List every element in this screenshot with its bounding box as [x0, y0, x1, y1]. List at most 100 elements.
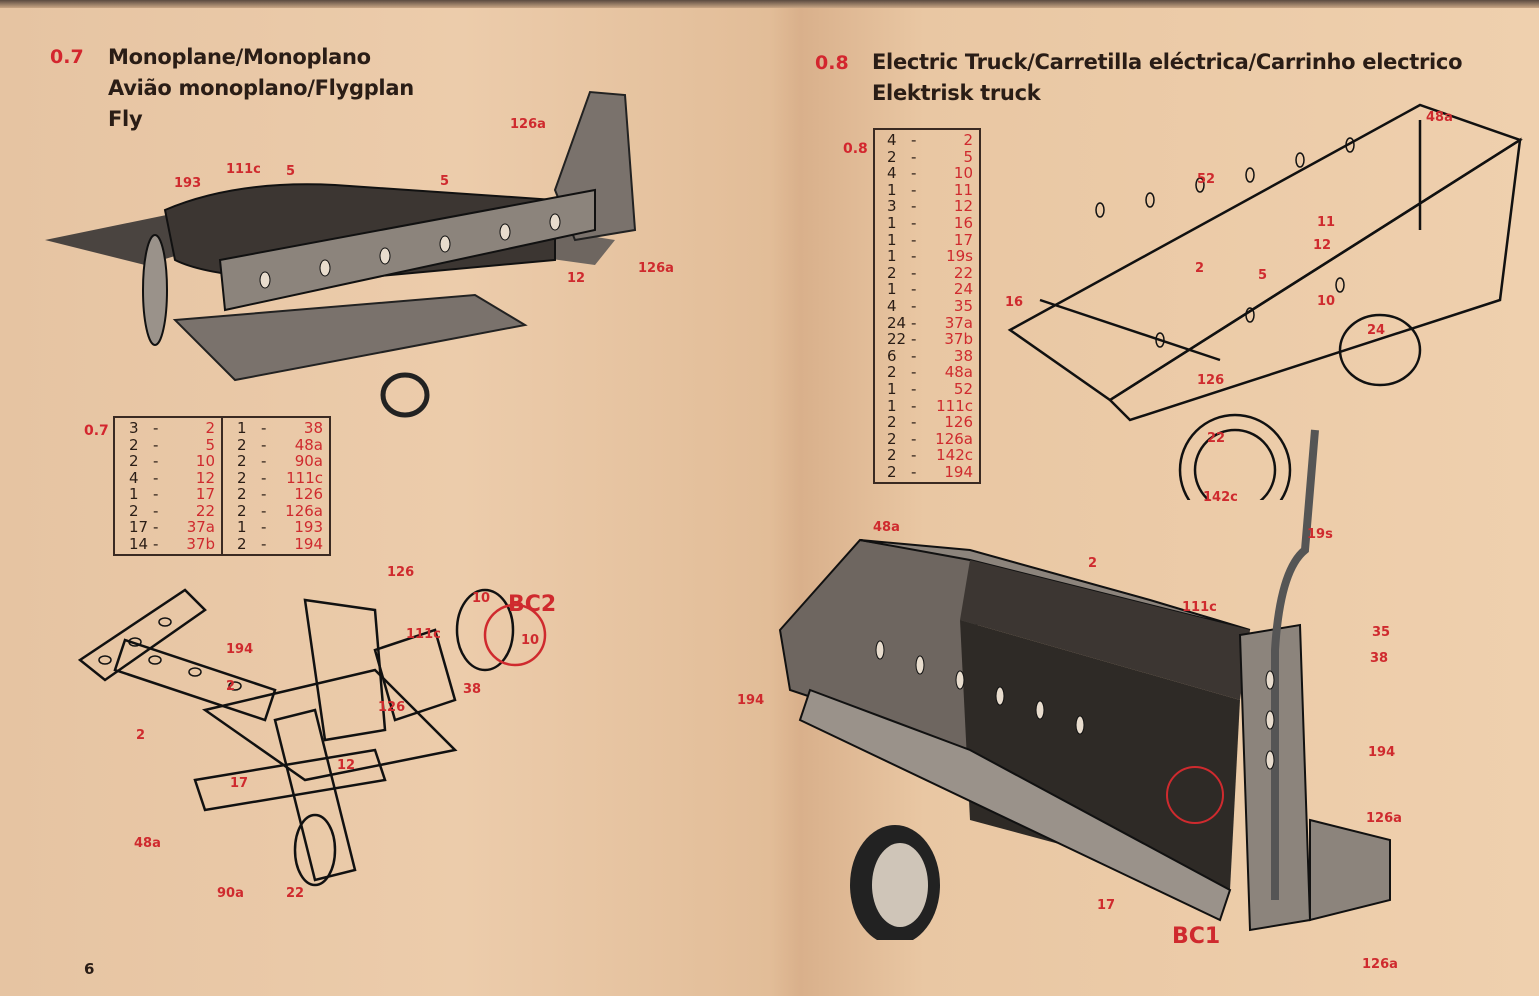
callout: 17 — [230, 776, 249, 791]
callout: 5 — [440, 174, 450, 189]
dash: - — [911, 446, 917, 465]
part-number: 5 — [963, 147, 973, 166]
quantity: 2 — [887, 429, 897, 448]
model-number-0-7: 0.7 — [50, 46, 84, 68]
parts-row: 2-90a — [237, 452, 323, 470]
callout: 126a — [638, 261, 674, 276]
callout: 52 — [1197, 172, 1216, 187]
quantity: 1 — [887, 230, 897, 249]
parts-row: 6-38 — [887, 348, 973, 365]
part-number: 37a — [944, 313, 973, 332]
parts-row: 17-37a — [129, 518, 215, 536]
callout: 38 — [463, 682, 482, 697]
dash: - — [911, 429, 917, 448]
parts-row: 1-24 — [887, 281, 973, 298]
parts-row: 2-48a — [237, 435, 323, 454]
quantity: 4 — [887, 131, 897, 149]
parts-row: 1-19s — [887, 248, 973, 265]
monoplane-title: Monoplane/Monoplano Avião monoplano/Flyg… — [108, 42, 414, 135]
parts-row: 3-2 — [129, 419, 215, 437]
callout: 5 — [1258, 268, 1268, 283]
quantity: 3 — [887, 197, 897, 216]
part-number: 16 — [953, 213, 973, 232]
parts-row: 22-37b — [887, 331, 973, 348]
callout: 126a — [1362, 957, 1398, 972]
quantity: 2 — [887, 413, 897, 432]
title-line: Fly — [108, 107, 143, 131]
callout: 193 — [174, 176, 202, 191]
dash: - — [911, 296, 917, 315]
parts-row: 2-5 — [129, 435, 215, 454]
callout: 126 — [378, 700, 406, 715]
callout: 12 — [567, 271, 586, 286]
monoplane-illustration — [45, 90, 637, 418]
parts-row: 1-38 — [237, 419, 323, 437]
callout: 10 — [1317, 294, 1336, 309]
parts-row: 4-10 — [887, 165, 973, 182]
parts-row: 14-37b — [129, 534, 215, 553]
part-number: 52 — [953, 379, 973, 398]
electric-truck-illustration — [778, 429, 1391, 940]
title-line: Avião monoplano/Flygplan — [108, 76, 414, 100]
callout: 22 — [1207, 431, 1226, 446]
part-number: 2 — [963, 131, 973, 149]
callout: 194 — [737, 693, 765, 708]
parts-table-0-7: 3-2 2-5 2-10 4-12 1-17 2-22 17-37a 14-37… — [113, 416, 331, 556]
part-number: 35 — [953, 296, 973, 315]
callout: 24 — [1367, 323, 1386, 338]
part-number: 11 — [953, 180, 973, 199]
dash: - — [911, 213, 917, 232]
callout: 90a — [217, 886, 244, 901]
part-number: 10 — [953, 164, 973, 183]
callout: 16 — [1005, 295, 1024, 310]
parts-row: 1-16 — [887, 215, 973, 232]
parts-row: 4-12 — [129, 468, 215, 487]
parts-row: 1-17 — [887, 230, 973, 249]
part-number: 17 — [953, 230, 973, 249]
callout: 194 — [1368, 745, 1396, 760]
callout: 194 — [226, 642, 254, 657]
dash: - — [911, 346, 917, 365]
quantity: 2 — [887, 462, 897, 481]
quantity: 1 — [887, 396, 897, 415]
part-number: 126a — [935, 429, 973, 448]
part-number: 12 — [953, 197, 973, 216]
callout: 111c — [406, 627, 441, 642]
callout: 5 — [286, 164, 296, 179]
parts-row: 4-35 — [887, 298, 973, 315]
callout: 11 — [1317, 215, 1336, 230]
callout: 111c — [1182, 600, 1217, 615]
callout: 126 — [1197, 373, 1225, 388]
parts-row: 2-22 — [887, 265, 973, 282]
callout: 2 — [226, 679, 236, 694]
dash: - — [911, 413, 917, 432]
parts-row: 2-111c — [237, 468, 323, 487]
monoplane-exploded-diagram — [77, 588, 547, 887]
part-number: 22 — [953, 263, 973, 282]
callout: 126 — [387, 565, 415, 580]
callout: 48a — [134, 836, 161, 851]
parts-row: 1-111c — [887, 396, 973, 415]
parts-row: 2-142c — [887, 447, 973, 464]
dash: - — [911, 263, 917, 282]
callout: 111c — [226, 162, 261, 177]
dash: - — [911, 197, 917, 216]
dash: - — [911, 462, 917, 481]
quantity: 6 — [887, 346, 897, 365]
dash: - — [911, 280, 917, 299]
quantity: 2 — [887, 446, 897, 465]
dash: - — [911, 247, 917, 266]
electric-truck-title: Electric Truck/Carretilla eléctrica/Carr… — [872, 47, 1463, 109]
callout: 10 — [521, 633, 540, 648]
parts-row: 1-11 — [887, 182, 973, 199]
quantity: 2 — [887, 363, 897, 382]
parts-label-0-8: 0.8 — [843, 141, 868, 157]
parts-column: 3-2 2-5 2-10 4-12 1-17 2-22 17-37a 14-37… — [115, 418, 221, 554]
page-number: 6 — [84, 960, 95, 978]
parts-row: 1-52 — [887, 381, 973, 398]
quantity: 1 — [887, 247, 897, 266]
parts-row: 2-126a — [887, 431, 973, 448]
quantity: 4 — [887, 164, 897, 183]
quantity: 1 — [887, 280, 897, 299]
